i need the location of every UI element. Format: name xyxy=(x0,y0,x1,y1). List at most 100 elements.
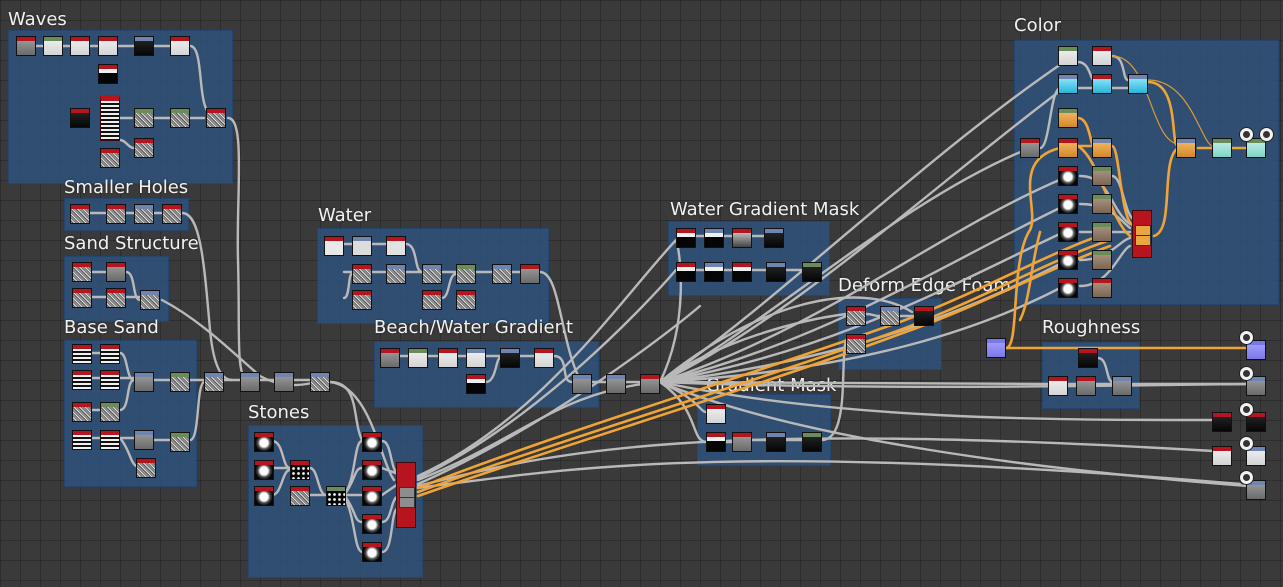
node-waves-noise-a[interactable] xyxy=(100,148,120,168)
node-water-10[interactable] xyxy=(352,290,372,310)
node-stones-noise[interactable] xyxy=(290,486,310,506)
node-output-metal-b[interactable] xyxy=(1246,412,1266,432)
node-beach-3[interactable] xyxy=(438,348,458,368)
frame-title-roughness[interactable]: Roughness xyxy=(1042,317,1141,338)
node-output-ao[interactable] xyxy=(1246,480,1266,500)
node-color-8[interactable] xyxy=(1058,138,1078,158)
node-stones-result-1[interactable] xyxy=(362,432,382,452)
node-stones-shape-3[interactable] xyxy=(254,486,274,506)
frame-title-deform-edge-foam[interactable]: Deform Edge Foam xyxy=(838,275,1011,296)
node-gm-3[interactable] xyxy=(732,432,752,452)
node-color-material-blend[interactable] xyxy=(1132,210,1152,258)
node-color-mask-5[interactable] xyxy=(1058,278,1078,298)
node-waves-noise-b[interactable] xyxy=(134,138,154,158)
node-color-1[interactable] xyxy=(1058,46,1078,66)
node-waves-stripes[interactable] xyxy=(100,95,120,141)
node-color-mask-2[interactable] xyxy=(1058,194,1078,214)
node-water-6[interactable] xyxy=(422,264,442,284)
node-base-sand-8[interactable] xyxy=(100,402,120,422)
node-color-output[interactable] xyxy=(1246,138,1266,158)
node-roughness-input[interactable] xyxy=(986,338,1006,358)
node-water-11[interactable] xyxy=(422,290,442,310)
node-color-2[interactable] xyxy=(1092,46,1112,66)
node-gm-4[interactable] xyxy=(766,432,786,452)
node-base-sand-1[interactable] xyxy=(72,344,92,364)
node-base-sand-9[interactable] xyxy=(72,430,92,450)
node-water-7[interactable] xyxy=(456,264,476,284)
node-wgm-7[interactable] xyxy=(732,262,752,282)
node-beach-4[interactable] xyxy=(466,348,486,368)
output-sphere-icon[interactable] xyxy=(1239,402,1254,417)
node-gm-1[interactable] xyxy=(706,404,726,424)
node-beach-6[interactable] xyxy=(534,348,554,368)
node-base-sand-10[interactable] xyxy=(100,430,120,450)
node-foam-3[interactable] xyxy=(914,306,934,326)
node-wgm-4[interactable] xyxy=(764,228,784,248)
node-water-5[interactable] xyxy=(386,264,406,284)
node-beach-5[interactable] xyxy=(500,348,520,368)
frame-title-sand-structure[interactable]: Sand Structure xyxy=(64,233,199,254)
node-gm-5[interactable] xyxy=(802,432,822,452)
node-wgm-3[interactable] xyxy=(732,228,752,248)
node-output-purple[interactable] xyxy=(1246,340,1266,360)
node-sand-structure-3[interactable] xyxy=(72,288,92,308)
node-waves-output[interactable] xyxy=(206,108,226,128)
node-water-12[interactable] xyxy=(456,290,476,310)
node-waves-warp-b[interactable] xyxy=(170,108,190,128)
frame-waves[interactable] xyxy=(8,30,233,184)
node-stones-shape-1[interactable] xyxy=(254,432,274,452)
node-hub-1[interactable] xyxy=(606,374,626,394)
node-stones-material-blend[interactable] xyxy=(396,462,416,528)
node-chain-4[interactable] xyxy=(310,372,330,392)
node-base-sand-7[interactable] xyxy=(72,402,92,422)
node-roughness-4[interactable] xyxy=(1112,376,1132,396)
node-wgm-8[interactable] xyxy=(766,262,786,282)
node-water-4[interactable] xyxy=(352,264,372,284)
node-stones-scatter-2[interactable] xyxy=(326,486,346,506)
node-beach-1[interactable] xyxy=(380,348,400,368)
node-color-tint-2[interactable] xyxy=(1092,194,1112,214)
node-output-metal-a[interactable] xyxy=(1212,412,1232,432)
node-waves-transform[interactable] xyxy=(70,36,90,56)
node-hub-2[interactable] xyxy=(640,374,660,394)
node-color-tint-5[interactable] xyxy=(1092,278,1112,298)
node-color-4[interactable] xyxy=(1092,74,1112,94)
node-sand-structure-5[interactable] xyxy=(140,290,160,310)
frame-title-gradient-mask[interactable]: Gradient Mask xyxy=(706,375,837,396)
node-waves-blend[interactable] xyxy=(98,36,118,56)
node-base-sand-4[interactable] xyxy=(100,370,120,390)
node-stones-result-2[interactable] xyxy=(362,460,382,480)
node-stones-result-3[interactable] xyxy=(362,486,382,506)
node-holes-3[interactable] xyxy=(134,204,154,224)
node-base-sand-3[interactable] xyxy=(72,370,92,390)
node-color-tint-4[interactable] xyxy=(1092,250,1112,270)
frame-title-stones[interactable]: Stones xyxy=(248,402,310,423)
node-waves-dark[interactable] xyxy=(134,36,154,56)
node-color-tint-3[interactable] xyxy=(1092,222,1112,242)
node-base-sand-11[interactable] xyxy=(134,430,154,450)
output-sphere-icon[interactable] xyxy=(1239,330,1254,345)
frame-title-color[interactable]: Color xyxy=(1014,15,1061,36)
node-foam-2[interactable] xyxy=(880,306,900,326)
node-water-3[interactable] xyxy=(386,236,406,256)
output-sphere-icon[interactable] xyxy=(1259,127,1274,142)
node-color-11[interactable] xyxy=(1212,138,1232,158)
node-color-10[interactable] xyxy=(1176,138,1196,158)
node-output-height-b[interactable] xyxy=(1246,446,1266,466)
output-sphere-icon[interactable] xyxy=(1239,436,1254,451)
output-sphere-icon[interactable] xyxy=(1239,366,1254,381)
node-wgm-9[interactable] xyxy=(802,262,822,282)
node-wgm-1[interactable] xyxy=(676,228,696,248)
node-beach-8[interactable] xyxy=(572,374,592,394)
frame-title-water[interactable]: Water xyxy=(318,205,372,226)
node-stones-result-4[interactable] xyxy=(362,514,382,534)
node-water-9[interactable] xyxy=(520,264,540,284)
node-beach-2[interactable] xyxy=(408,348,428,368)
frame-title-waves[interactable]: Waves xyxy=(8,9,67,30)
node-stones-result-5[interactable] xyxy=(362,542,382,562)
node-roughness-1[interactable] xyxy=(1078,348,1098,368)
node-wgm-6[interactable] xyxy=(704,262,724,282)
node-chain-2[interactable] xyxy=(240,372,260,392)
node-waves-mask[interactable] xyxy=(70,108,90,128)
node-color-tint-1[interactable] xyxy=(1092,166,1112,186)
